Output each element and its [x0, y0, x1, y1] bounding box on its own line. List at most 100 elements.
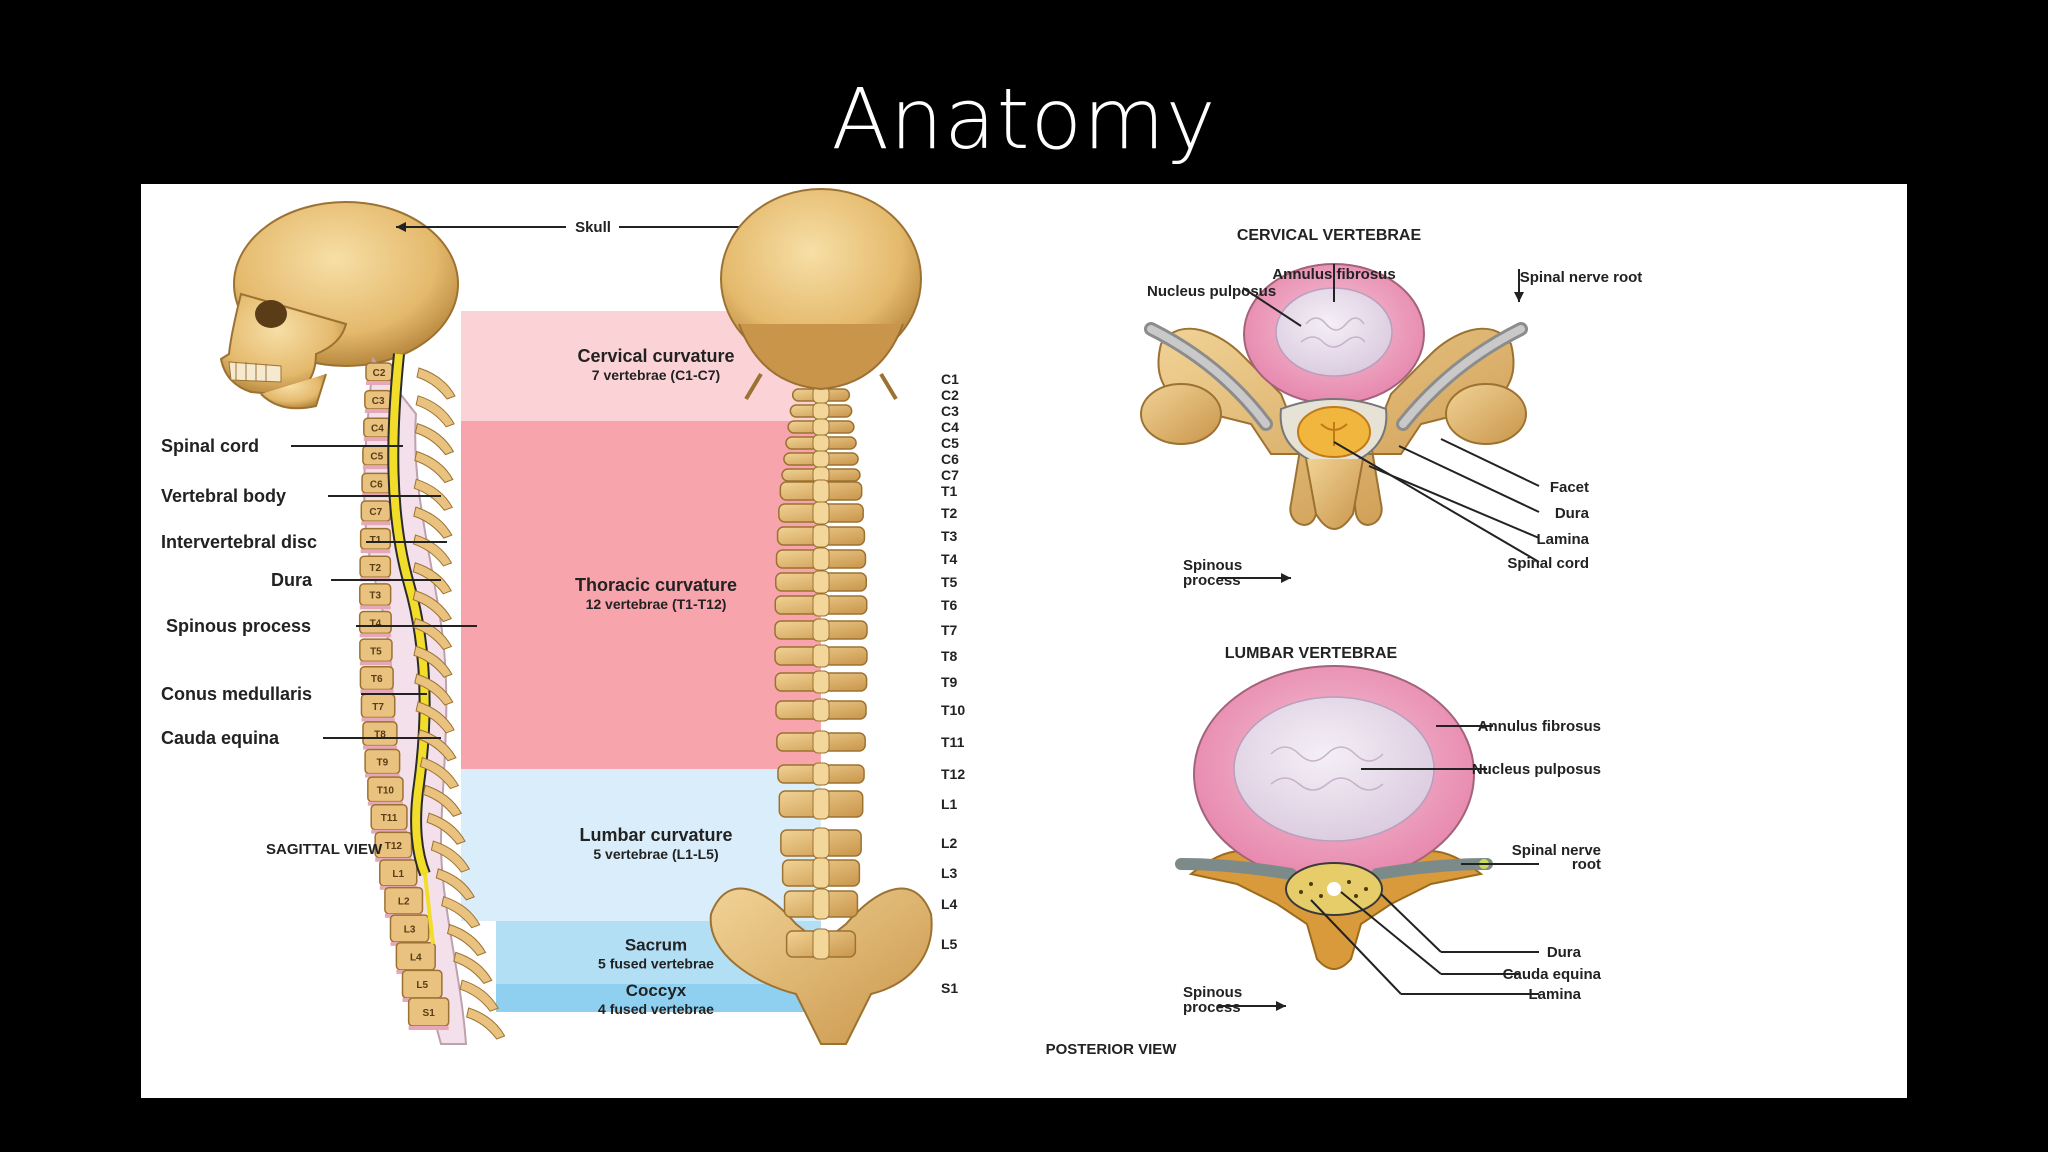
label-lumbar-cauda-equina: Cauda equina — [1503, 966, 1602, 983]
sagittal-spinous-T6 — [414, 673, 454, 706]
band-subtitle-0: 7 vertebrae (C1-C7) — [592, 367, 720, 383]
posterior-spinous-T4 — [812, 547, 830, 571]
label-lumbar-spinal-nerve-2: root — [1572, 856, 1601, 873]
title-lumbar-vertebrae: LUMBAR VERTEBRAE — [1225, 645, 1398, 662]
posterior-label-C2: C2 — [941, 387, 959, 403]
posterior-vertebrae — [774, 370, 868, 960]
posterior-label-L4: L4 — [941, 896, 958, 912]
posterior-label-T6: T6 — [941, 597, 958, 613]
label-dura: Dura — [271, 570, 313, 590]
sagittal-disc-T10 — [367, 801, 403, 806]
sagittal-tag-T1: T1 — [370, 535, 382, 546]
label-cervical-annulus-fibrosus: Annulus fibrosus — [1272, 266, 1395, 283]
posterior-label-C4: C4 — [941, 419, 959, 435]
posterior-spinous-T1 — [812, 479, 830, 503]
label-intervertebral-disc: Intervertebral disc — [161, 532, 317, 552]
posterior-label-T10: T10 — [941, 702, 965, 718]
sagittal-spinous-T7 — [415, 701, 455, 734]
band-subtitle-1: 12 vertebrae (T1-T12) — [586, 596, 727, 612]
sagittal-spinous-T3 — [412, 589, 452, 623]
sagittal-spinous-T10 — [422, 784, 463, 817]
posterior-label-C5: C5 — [941, 435, 959, 451]
posterior-label-T3: T3 — [941, 528, 958, 544]
sagittal-disc-T9 — [365, 773, 400, 778]
sagittal-spinous-T9 — [419, 756, 460, 790]
label-lumbar-dura: Dura — [1547, 944, 1582, 961]
posterior-label-T12: T12 — [941, 766, 965, 782]
band-title-1: Thoracic curvature — [575, 575, 737, 595]
posterior-spinous-T8 — [812, 644, 830, 668]
posterior-label-C1: C1 — [941, 371, 959, 387]
posterior-label-T2: T2 — [941, 505, 958, 521]
posterior-label-C7: C7 — [941, 467, 959, 483]
band-title-4: Coccyx — [626, 981, 687, 1000]
posterior-spinous-L3 — [812, 857, 830, 889]
label-cervical-spinal-nerve-root: Spinal nerve root — [1520, 269, 1643, 286]
posterior-vertebra-labels: C1C2C3C4C5C6C7T1T2T3T4T5T6T7T8T9T10T11T1… — [941, 371, 965, 996]
band-title-3: Sacrum — [625, 936, 687, 955]
posterior-label-T4: T4 — [941, 551, 958, 567]
sagittal-disc-C5 — [362, 465, 391, 470]
slide-title: Anatomy — [831, 70, 1217, 168]
posterior-label-T1: T1 — [941, 483, 958, 499]
sagittal-tag-T12: T12 — [385, 841, 403, 852]
sagittal-tag-T9: T9 — [377, 758, 389, 769]
label-lumbar-spinous-2: process — [1183, 999, 1241, 1016]
posterior-spinous-T2 — [812, 501, 830, 525]
caption-sagittal-view: SAGITTAL VIEW — [266, 841, 383, 858]
posterior-label-C6: C6 — [941, 451, 959, 467]
sagittal-disc-C7 — [361, 521, 391, 526]
posterior-spinous-T3 — [812, 524, 830, 548]
posterior-spinous-T9 — [812, 670, 830, 694]
sagittal-tag-T10: T10 — [377, 785, 395, 796]
sagittal-tag-S1: S1 — [423, 1008, 436, 1019]
sagittal-disc-T5 — [359, 661, 392, 666]
band-subtitle-2: 5 vertebrae (L1-L5) — [593, 846, 718, 862]
sagittal-tag-T8: T8 — [374, 730, 386, 741]
band-coccyx — [496, 984, 821, 1012]
posterior-label-T11: T11 — [941, 734, 965, 750]
posterior-spinous-C5 — [812, 434, 830, 452]
posterior-spinous-L4 — [812, 888, 830, 920]
sagittal-tag-L4: L4 — [410, 952, 422, 963]
sagittal-body-T5 — [359, 638, 393, 663]
label-skull: Skull — [575, 219, 611, 236]
sagittal-disc-C4 — [363, 437, 392, 442]
label-spinous-process: Spinous process — [166, 616, 311, 636]
posterior-spinous-L5 — [812, 928, 830, 960]
sagittal-spinous-C3 — [415, 395, 455, 428]
sagittal-spinous-L5 — [459, 979, 499, 1012]
label-lumbar-spinal-nerve-1: Spinal nerve — [1512, 842, 1601, 859]
title-cervical-vertebrae: CERVICAL VERTEBRAE — [1237, 227, 1422, 244]
sagittal-disc-T6 — [360, 689, 394, 694]
sagittal-spinous-C6 — [413, 478, 453, 511]
sagittal-tag-L5: L5 — [416, 980, 428, 991]
sagittal-tag-T2: T2 — [369, 563, 381, 574]
label-cervical-facet: Facet — [1550, 479, 1589, 496]
posterior-spinous-T5 — [812, 570, 830, 594]
lumbar-vertebra-cross-section: LUMBAR VERTEBRAE — [1175, 645, 1602, 1016]
sagittal-vertebra-tags: C2C3C4C5C6C7T1T2T3T4T5T6T7T8T9T10T11T12L… — [369, 368, 435, 1019]
sagittal-tag-T3: T3 — [369, 591, 381, 602]
sagittal-body-T2 — [359, 555, 392, 579]
skull-posterior — [720, 188, 922, 401]
cauda-equina-dots — [1299, 880, 1368, 898]
sagittal-spinous-L3 — [446, 923, 487, 957]
sagittal-tag-T5: T5 — [370, 646, 382, 657]
posterior-label-T7: T7 — [941, 622, 958, 638]
sagittal-tag-T4: T4 — [370, 618, 382, 629]
label-cervical-spinous-1: Spinous — [1183, 557, 1242, 574]
sagittal-tag-T11: T11 — [381, 813, 398, 824]
cervical-vertebra-cross-section: CERVICAL VERTEBRAE — [1140, 227, 1643, 589]
skull-label-group: Skull — [396, 219, 787, 236]
sagittal-spinous-L2 — [441, 896, 481, 929]
sagittal-disc-C2 — [366, 381, 392, 385]
posterior-spinous-T6 — [812, 593, 830, 617]
label-cauda-equina: Cauda equina — [161, 728, 280, 748]
label-cervical-dura: Dura — [1555, 505, 1590, 522]
sagittal-tag-L2: L2 — [398, 897, 410, 908]
label-lumbar-nucleus-pulposus: Nucleus pulposus — [1472, 761, 1601, 778]
sagittal-tag-L3: L3 — [404, 925, 416, 936]
posterior-spinous-L2 — [812, 827, 830, 859]
